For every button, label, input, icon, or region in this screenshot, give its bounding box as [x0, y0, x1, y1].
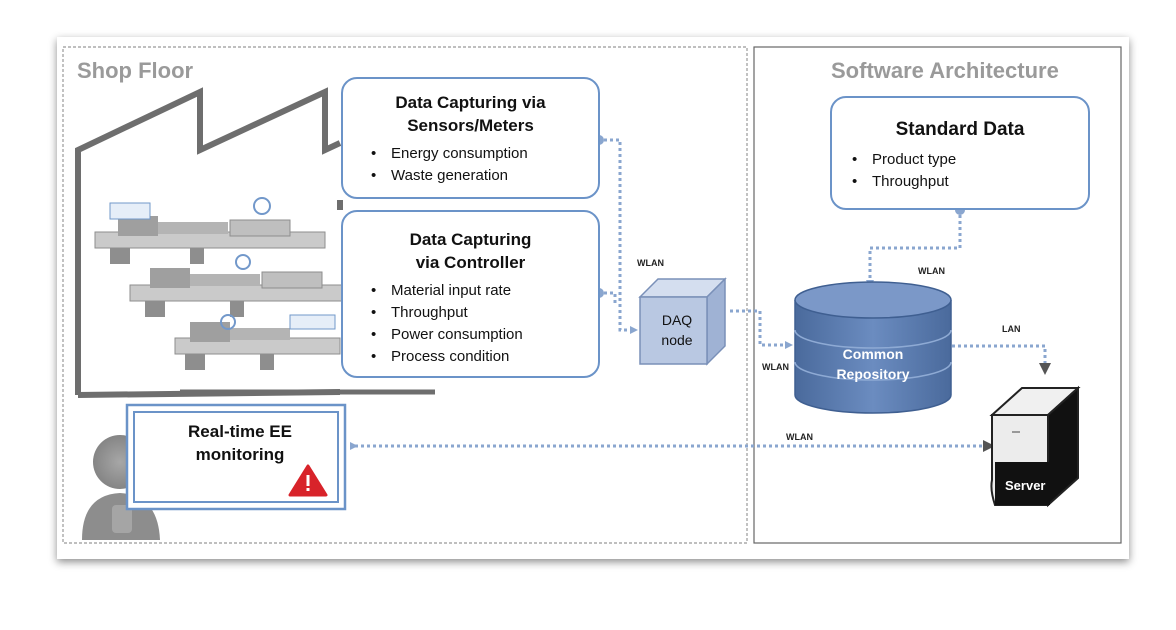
extruder-line-2 — [129, 268, 346, 317]
extruder-line-1 — [94, 202, 326, 264]
wlan-label-standard: WLAN — [918, 266, 945, 276]
list-item: Material input rate — [371, 280, 598, 302]
shop-floor-panel — [62, 46, 748, 544]
gauge-icon — [235, 254, 251, 270]
daq-line1: DAQ — [661, 312, 693, 328]
controller-box-title-line2: via Controller — [415, 253, 526, 272]
connector-standard-repo — [866, 215, 962, 288]
sensors-box-list: Energy consumption Waste generation — [343, 143, 598, 187]
controller-box-list: Material input rate Throughput Power con… — [343, 280, 598, 368]
daq-node-label: DAQ node — [647, 310, 707, 350]
lan-label-server: LAN — [1002, 324, 1021, 334]
sensors-box-title-line1: Data Capturing via — [395, 93, 546, 112]
gauge-icon — [253, 197, 271, 215]
connector-controller-daq — [604, 291, 617, 305]
extruder-line-3 — [174, 314, 341, 370]
list-item: Throughput — [852, 171, 1088, 193]
sensors-capture-box: Data Capturing via Sensors/Meters Energy… — [341, 77, 600, 199]
software-panel — [753, 46, 1122, 544]
list-item: Power consumption — [371, 324, 598, 346]
monitoring-label: Real-time EE monitoring — [150, 420, 330, 466]
connector-sensors-daq — [604, 138, 638, 334]
monitoring-line2: monitoring — [195, 445, 285, 464]
software-architecture-title: Software Architecture — [831, 58, 1059, 83]
list-item: Product type — [852, 149, 1088, 171]
repository-line1: Common — [842, 346, 904, 362]
standard-data-list: Product type Throughput — [832, 149, 1088, 193]
monitoring-line1: Real-time EE — [188, 422, 292, 441]
machine-icon — [94, 197, 346, 370]
repository-icon — [794, 281, 952, 414]
shop-floor-title: Shop Floor — [77, 58, 194, 83]
warning-icon — [288, 464, 328, 497]
controller-capture-box: Data Capturing via Controller Material i… — [341, 210, 600, 378]
connector-repo-server — [952, 344, 1051, 375]
wlan-label-daq: WLAN — [637, 258, 664, 268]
list-item: Throughput — [371, 302, 598, 324]
connector-daq-repo — [730, 309, 793, 349]
server-label: Server — [1005, 478, 1046, 493]
list-item: Process condition — [371, 346, 598, 368]
gauge-icon — [220, 314, 236, 330]
sensors-box-title-line2: Sensors/Meters — [407, 116, 534, 135]
list-item: Energy consumption — [371, 143, 598, 165]
standard-data-title: Standard Data — [895, 119, 1025, 140]
repository-label: Common Repository — [808, 344, 938, 384]
wlan-label-repo: WLAN — [762, 362, 789, 372]
wlan-label-monitor: WLAN — [786, 432, 813, 442]
daq-node-icon — [638, 277, 727, 366]
standard-data-box: Standard Data Product type Throughput — [830, 96, 1090, 210]
repository-line2: Repository — [836, 366, 910, 382]
list-item: Waste generation — [371, 165, 598, 187]
controller-box-title-line1: Data Capturing — [409, 230, 532, 249]
server-icon — [989, 385, 1081, 508]
daq-line2: node — [661, 332, 693, 348]
